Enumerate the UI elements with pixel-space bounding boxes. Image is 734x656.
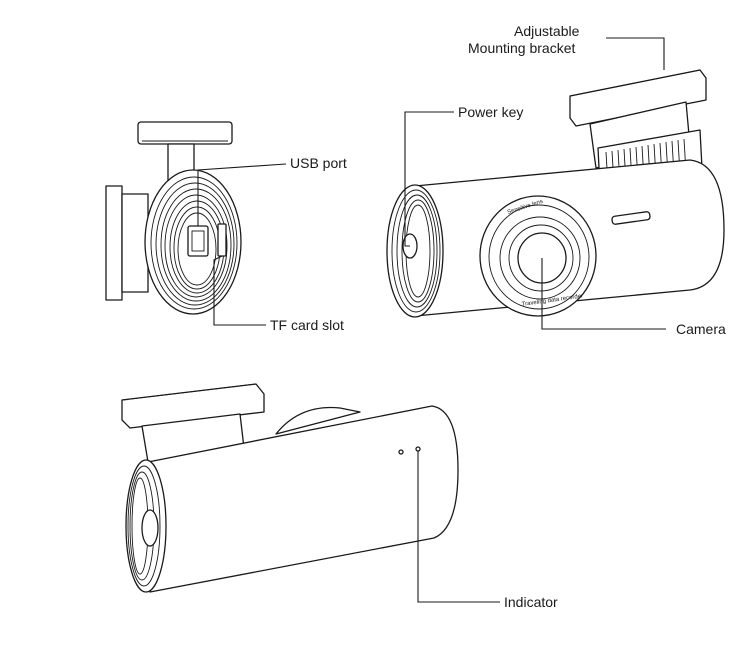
label-mounting-bracket-line2: Mounting bracket: [468, 40, 576, 56]
indicator-light-1: [398, 449, 404, 455]
front-view: Sensitive lens Traveling data recorder: [386, 69, 725, 318]
side-view-body: [147, 405, 459, 593]
leader-lines: [197, 37, 666, 603]
rear-view-side-plate: [105, 185, 123, 301]
side-view-end-cap: [125, 459, 167, 593]
label-usb-port: USB port: [290, 155, 347, 171]
rear-view: [105, 121, 242, 315]
side-view: [121, 383, 459, 593]
label-camera: Camera: [676, 321, 726, 337]
camera-lens: Sensitive lens Traveling data recorder: [479, 195, 597, 317]
tf-card-slot-shape: [217, 223, 227, 257]
usb-port-shape: [187, 225, 209, 257]
label-indicator: Indicator: [504, 594, 558, 610]
indicator-light-2: [415, 446, 421, 452]
callout-labels: Adjustable Mounting bracket Power key US…: [270, 23, 726, 610]
label-power-key: Power key: [458, 104, 523, 120]
label-tf-card-slot: TF card slot: [270, 317, 344, 333]
label-mounting-bracket-line1: Adjustable: [514, 23, 580, 39]
